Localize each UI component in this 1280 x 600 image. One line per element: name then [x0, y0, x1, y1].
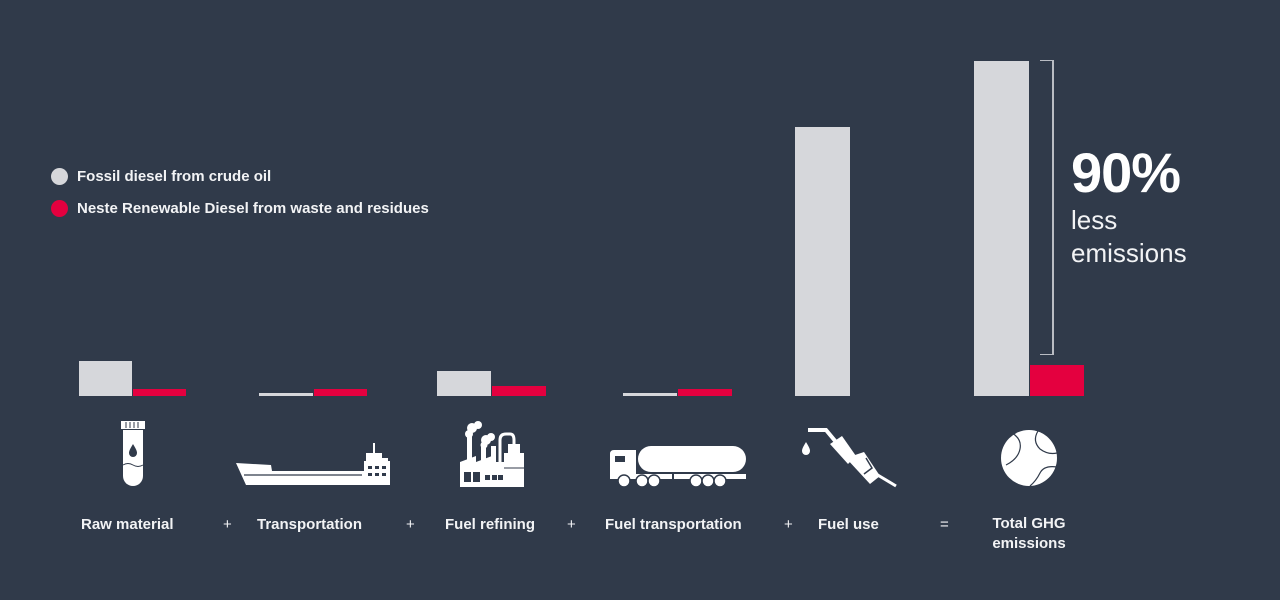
legend-label-renewable: Neste Renewable Diesel from waste and re…	[77, 199, 429, 217]
bar-fossil-fuel-use	[795, 127, 850, 396]
refinery-factory-icon	[460, 421, 524, 487]
legend-swatch-renewable	[51, 199, 68, 217]
operator-equals: =	[940, 516, 949, 533]
step-label-transportation: Transportation	[257, 516, 363, 533]
legend-item-fossil: Fossil diesel from crude oil	[51, 160, 429, 192]
total-label-line1: Total GHG	[992, 515, 1066, 532]
legend-label-fossil: Fossil diesel from crude oil	[77, 167, 272, 185]
operator-plus-3: +	[567, 516, 576, 533]
test-tube-oil-drop-icon	[121, 421, 145, 486]
tanker-truck-icon	[610, 446, 746, 488]
bar-fossil-transportation	[259, 393, 313, 396]
reduction-callout: 90% less emissions	[1071, 142, 1187, 270]
step-label-fuel-transportation: Fuel transportation	[605, 516, 742, 533]
reduction-bracket	[1040, 60, 1054, 355]
fuel-nozzle-icon	[802, 428, 897, 488]
bar-fossil-fuel-transportation	[623, 393, 677, 396]
operator-plus-4: +	[784, 516, 793, 533]
bar-renewable-transportation	[314, 389, 367, 396]
total-label-line2: emissions	[992, 535, 1066, 552]
bar-fossil-total	[974, 61, 1029, 396]
callout-line2: emissions	[1071, 238, 1187, 268]
operator-plus-1: +	[223, 516, 232, 533]
bar-renewable-fuel-refining	[492, 386, 546, 396]
chart-legend: Fossil diesel from crude oil Neste Renew…	[51, 160, 429, 224]
cargo-ship-icon	[236, 443, 390, 485]
operator-plus-2: +	[406, 516, 415, 533]
legend-swatch-fossil	[51, 167, 68, 185]
globe-icon	[1001, 430, 1058, 487]
bar-fossil-raw-material	[79, 361, 132, 396]
step-label-fuel-refining: Fuel refining	[445, 516, 535, 533]
callout-line1: less	[1071, 205, 1118, 235]
bar-fossil-fuel-refining	[437, 371, 491, 396]
callout-percent: 90%	[1071, 141, 1181, 204]
bar-renewable-raw-material	[133, 389, 186, 396]
bar-renewable-fuel-transportation	[678, 389, 732, 396]
step-label-raw-material: Raw material	[81, 516, 174, 533]
step-label-fuel-use: Fuel use	[818, 516, 879, 533]
legend-item-renewable: Neste Renewable Diesel from waste and re…	[51, 192, 429, 224]
bar-renewable-total	[1030, 365, 1084, 396]
step-label-total-ghg: Total GHG emissions	[980, 514, 1078, 554]
